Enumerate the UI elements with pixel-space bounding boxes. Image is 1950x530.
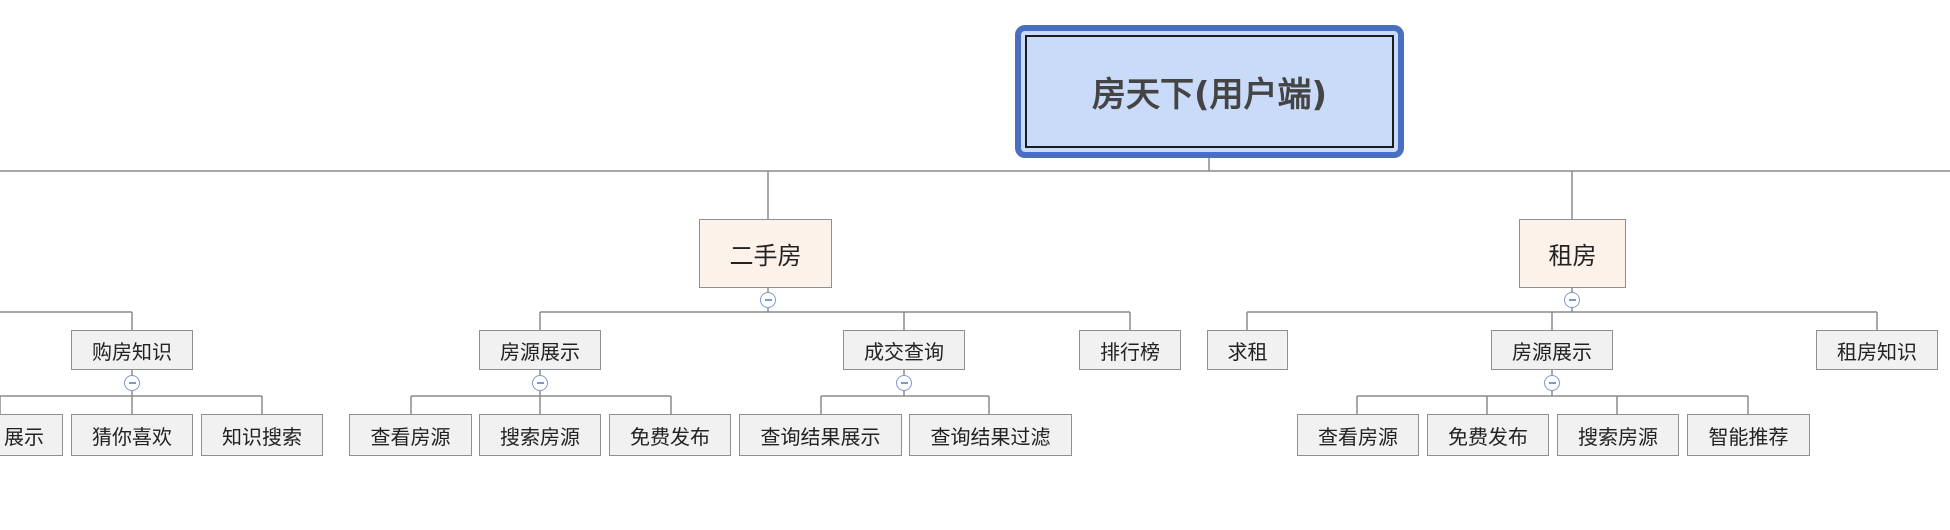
collapse-toggle-icon[interactable] [124, 375, 140, 391]
node-listing-display[interactable]: 房源展示 [479, 330, 601, 370]
collapse-toggle-icon[interactable] [1564, 292, 1580, 308]
node-ranking[interactable]: 排行榜 [1079, 330, 1181, 370]
collapse-toggle-icon[interactable] [896, 375, 912, 391]
node-want-rent[interactable]: 求租 [1207, 330, 1288, 370]
leaf-free-post[interactable]: 免费发布 [609, 414, 731, 456]
leaf-search-listing[interactable]: 搜索房源 [479, 414, 601, 456]
collapse-toggle-icon[interactable] [532, 375, 548, 391]
root-label: 房天下(用户端) [1025, 35, 1394, 148]
node-rent-knowledge[interactable]: 租房知识 [1816, 330, 1938, 370]
node-buying-knowledge[interactable]: 购房知识 [71, 330, 193, 370]
branch-second-hand[interactable]: 二手房 [699, 219, 832, 288]
root-node[interactable]: 房天下(用户端) [1015, 25, 1404, 158]
leaf-query-result-display[interactable]: 查询结果展示 [739, 414, 902, 456]
node-rent-listing-display[interactable]: 房源展示 [1491, 330, 1613, 370]
leaf-rent-view-listing[interactable]: 查看房源 [1297, 414, 1419, 456]
leaf-knowledge-search[interactable]: 知识搜索 [201, 414, 323, 456]
leaf-display-partial[interactable]: 展示 [0, 414, 63, 456]
leaf-rent-search-listing[interactable]: 搜索房源 [1557, 414, 1679, 456]
leaf-guess-you-like[interactable]: 猜你喜欢 [71, 414, 193, 456]
collapse-toggle-icon[interactable] [760, 292, 776, 308]
leaf-rent-free-post[interactable]: 免费发布 [1427, 414, 1549, 456]
leaf-query-result-filter[interactable]: 查询结果过滤 [909, 414, 1072, 456]
leaf-smart-recommend[interactable]: 智能推荐 [1687, 414, 1810, 456]
branch-rent[interactable]: 租房 [1519, 219, 1626, 288]
leaf-view-listing[interactable]: 查看房源 [349, 414, 472, 456]
collapse-toggle-icon[interactable] [1544, 375, 1560, 391]
node-deal-query[interactable]: 成交查询 [843, 330, 965, 370]
